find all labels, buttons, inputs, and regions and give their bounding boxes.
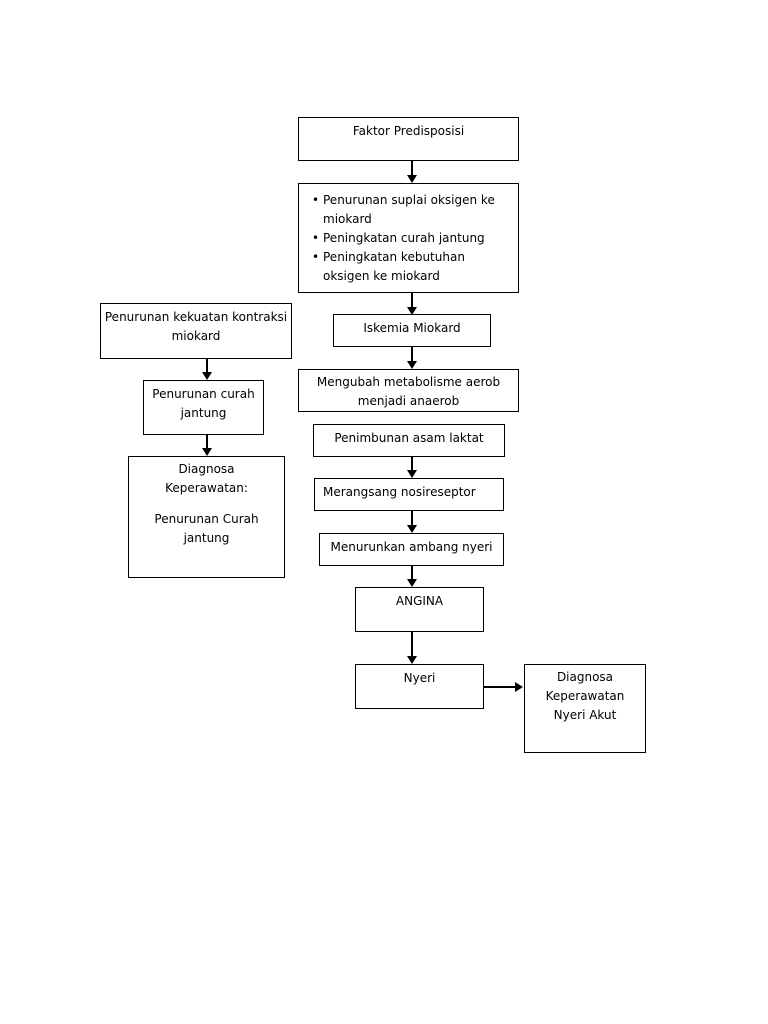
cause-item: Peningkatan kebutuhan oksigen ke miokard: [312, 248, 510, 286]
causes-list: Penurunan suplai oksigen ke miokard Peni…: [299, 184, 518, 286]
metabolisme-label: Mengubah metabolisme aerob menjadi anaer…: [316, 375, 501, 408]
diagnosa-curah-title: Diagnosa Keperawatan:: [165, 462, 248, 495]
ambang-box: Menurunkan ambang nyeri: [319, 533, 504, 566]
kekuatan-box: Penurunan kekuatan kontraksi miokard: [100, 303, 292, 359]
nosireseptor-label: Merangsang nosireseptor: [323, 485, 476, 499]
arrow-laktat-to-nosireseptor: [408, 457, 416, 478]
faktor-predisposisi-label: Faktor Predisposisi: [352, 124, 465, 138]
faktor-predisposisi-box: Faktor Predisposisi: [298, 117, 519, 161]
laktat-label: Penimbunan asam laktat: [334, 431, 484, 445]
cause-item: Peningkatan curah jantung: [312, 229, 510, 248]
iskemia-box: Iskemia Miokard: [333, 314, 491, 347]
arrow-causes-to-iskemia: [408, 293, 416, 315]
angina-box: ANGINA: [355, 587, 484, 632]
angina-label: ANGINA: [395, 594, 444, 608]
arrow-iskemia-to-metabolisme: [408, 347, 416, 369]
curah-label: Penurunan curah jantung: [152, 387, 255, 420]
arrow-nosireseptor-to-ambang: [408, 511, 416, 533]
arrow-angina-to-nyeri: [408, 632, 416, 664]
diagnosa-curah-value: Penurunan Curah jantung: [154, 512, 259, 545]
curah-box: Penurunan curah jantung: [143, 380, 264, 435]
nyeri-box: Nyeri: [355, 664, 484, 709]
arrow-kekuatan-to-curah: [203, 359, 211, 380]
nosireseptor-box: Merangsang nosireseptor: [314, 478, 504, 511]
kekuatan-label: Penurunan kekuatan kontraksi miokard: [104, 310, 288, 343]
arrow-nyeri-to-diagnosa: [484, 683, 523, 691]
diagnosa-nyeri-title: Diagnosa Keperawatan: [545, 670, 625, 703]
iskemia-label: Iskemia Miokard: [363, 321, 461, 335]
arrow-ambang-to-angina: [408, 566, 416, 587]
ambang-label: Menurunkan ambang nyeri: [330, 540, 493, 554]
arrow-faktor-to-causes: [408, 161, 416, 183]
cause-item: Penurunan suplai oksigen ke miokard: [312, 191, 510, 229]
nyeri-label: Nyeri: [403, 671, 436, 685]
diagnosa-nyeri-value: Nyeri Akut: [553, 708, 617, 722]
diagnosa-curah-box: Diagnosa Keperawatan: Penurunan Curah ja…: [128, 456, 285, 578]
causes-box: Penurunan suplai oksigen ke miokard Peni…: [298, 183, 519, 293]
diagnosa-nyeri-box: Diagnosa Keperawatan Nyeri Akut: [524, 664, 646, 753]
laktat-box: Penimbunan asam laktat: [313, 424, 505, 457]
metabolisme-box: Mengubah metabolisme aerob menjadi anaer…: [298, 369, 519, 412]
arrow-curah-to-diagnosa: [203, 435, 211, 456]
